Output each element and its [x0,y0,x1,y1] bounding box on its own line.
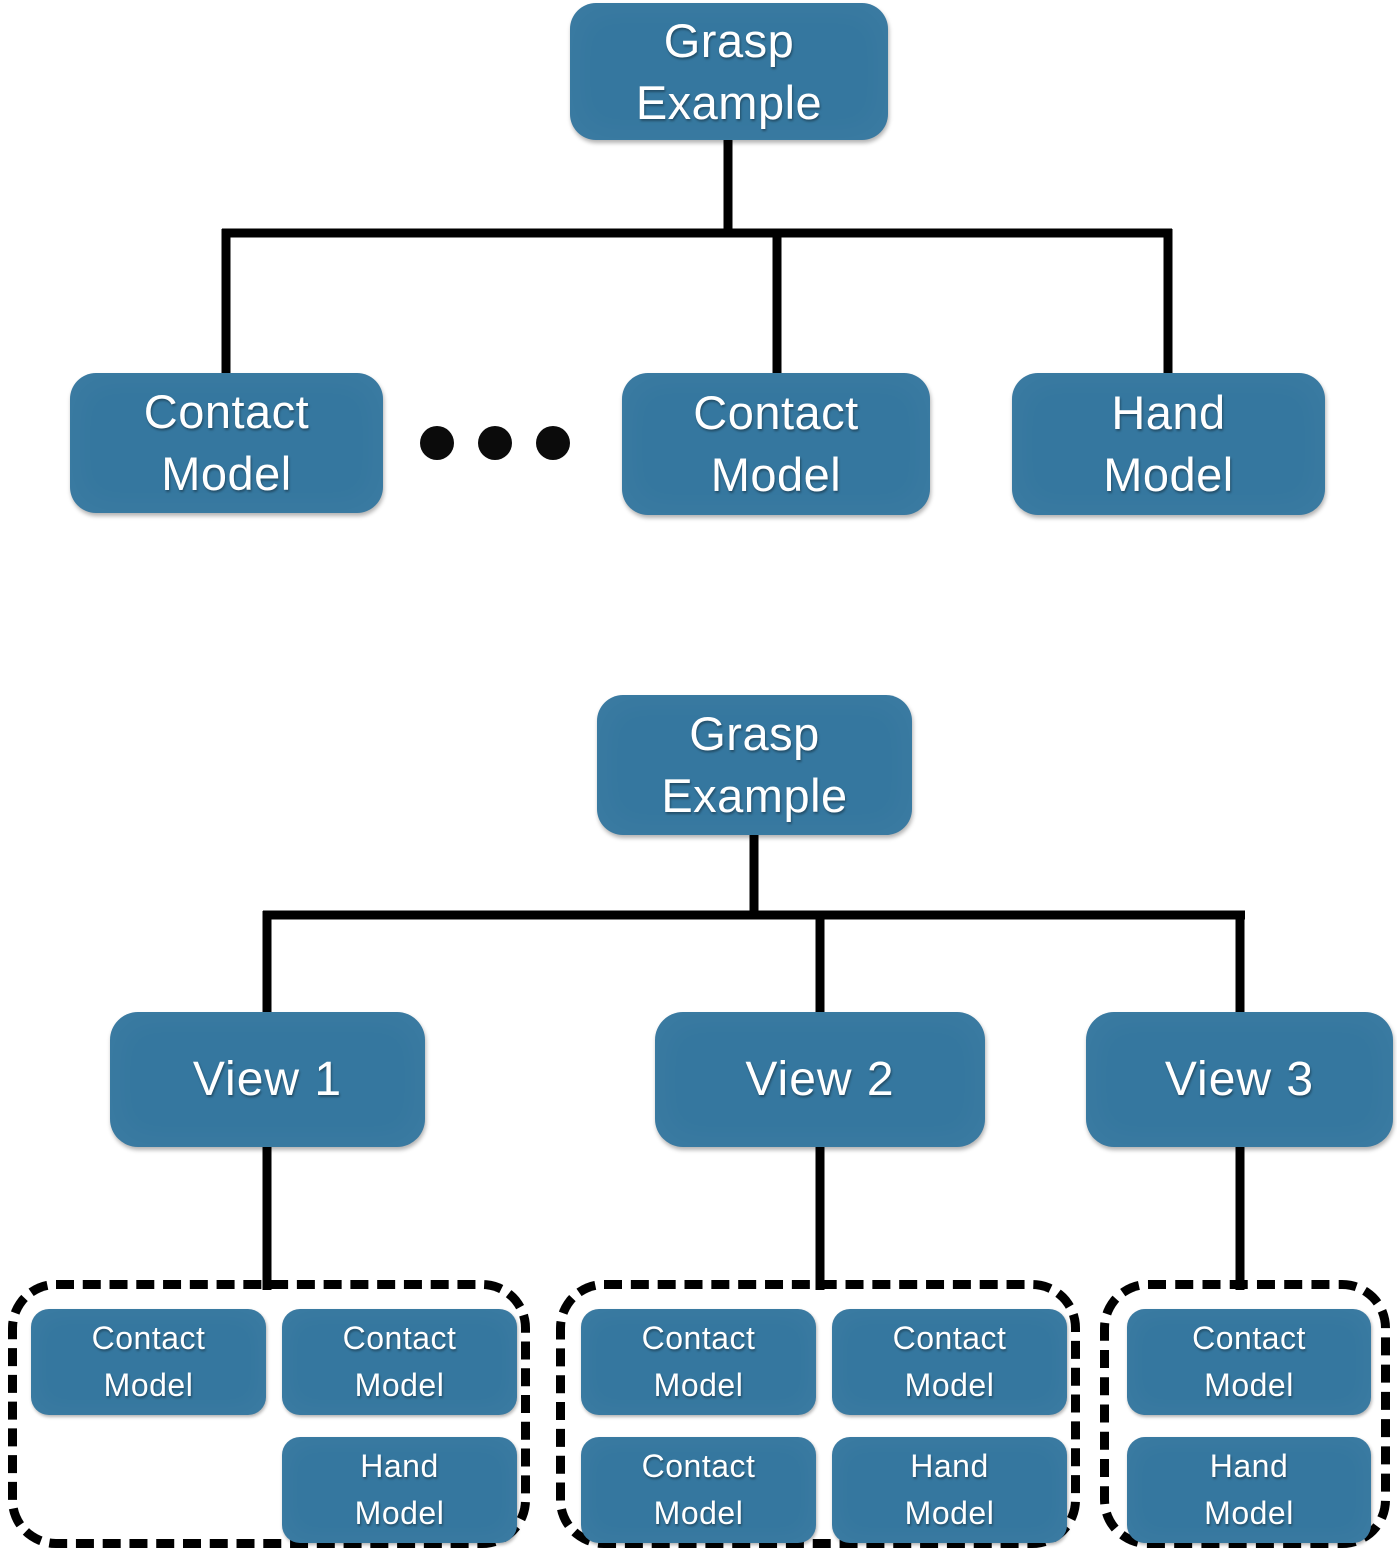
view-2-node: View 2 [655,1012,985,1147]
view1-contact-model-2: Contact Model [282,1309,517,1415]
ellipsis-dots [420,426,570,460]
node-label-line: Model [1204,1367,1294,1403]
node-label-line: Model [653,1495,744,1531]
ellipsis-dot [420,426,454,460]
node-label-line: Grasp [689,707,820,760]
node-label-line: Model [904,1367,995,1403]
ellipsis-dot [478,426,512,460]
node-label-line: Contact [892,1320,1007,1356]
node-label-line: Contact [641,1448,756,1484]
node-label-line: View 1 [192,1052,343,1106]
view3-hand-model: Hand Model [1127,1437,1371,1543]
view2-hand-model: Hand Model [832,1437,1067,1543]
node-label-line: Model [354,1367,445,1403]
top-root-grasp-example: Grasp Example [570,3,888,140]
view-3-group: Contact Model Hand Model [1100,1280,1390,1548]
node-label-line: Hand [360,1448,439,1484]
top-contact-model-2: Contact Model [622,373,930,515]
view-2-group: Contact Model Contact Model Contact Mode… [556,1280,1080,1548]
node-label-line: Contact [693,386,859,439]
node-label-line: Model [904,1495,995,1531]
node-label-line: Contact [342,1320,457,1356]
node-label-line: Model [161,447,292,500]
node-label-line: Model [1204,1495,1294,1531]
view2-contact-model-1: Contact Model [581,1309,816,1415]
node-label-line: Example [661,769,848,822]
view1-contact-model-1: Contact Model [31,1309,266,1415]
node-label-line: Contact [91,1320,206,1356]
view2-contact-model-3: Contact Model [581,1437,816,1543]
node-label-line: Model [103,1367,194,1403]
node-label-line: Hand [910,1448,989,1484]
view-3-node: View 3 [1086,1012,1393,1147]
node-label-line: Contact [1192,1320,1306,1356]
node-label-line: Model [1103,448,1234,501]
node-label-line: Hand [1111,386,1226,439]
node-label-line: Grasp [663,13,795,67]
view2-contact-model-2: Contact Model [832,1309,1067,1415]
node-label-line: Contact [641,1320,756,1356]
node-label-line: View 2 [745,1052,895,1106]
top-contact-model-1: Contact Model [70,373,383,513]
view-1-node: View 1 [110,1012,425,1147]
node-label-line: Model [354,1495,445,1531]
node-label-line: Example [635,75,823,129]
ellipsis-dot [536,426,570,460]
view-1-group: Contact Model Contact Model Hand Model [8,1280,530,1548]
node-label-line: View 3 [1164,1052,1315,1106]
node-label-line: Hand [1209,1448,1289,1484]
node-label-line: Model [653,1367,744,1403]
view1-hand-model: Hand Model [282,1437,517,1543]
node-label-line: Model [710,448,842,501]
node-label-line: Contact [143,385,310,438]
view3-contact-model: Contact Model [1127,1309,1371,1415]
bottom-root-grasp-example: Grasp Example [597,695,912,835]
top-hand-model: Hand Model [1012,373,1325,515]
